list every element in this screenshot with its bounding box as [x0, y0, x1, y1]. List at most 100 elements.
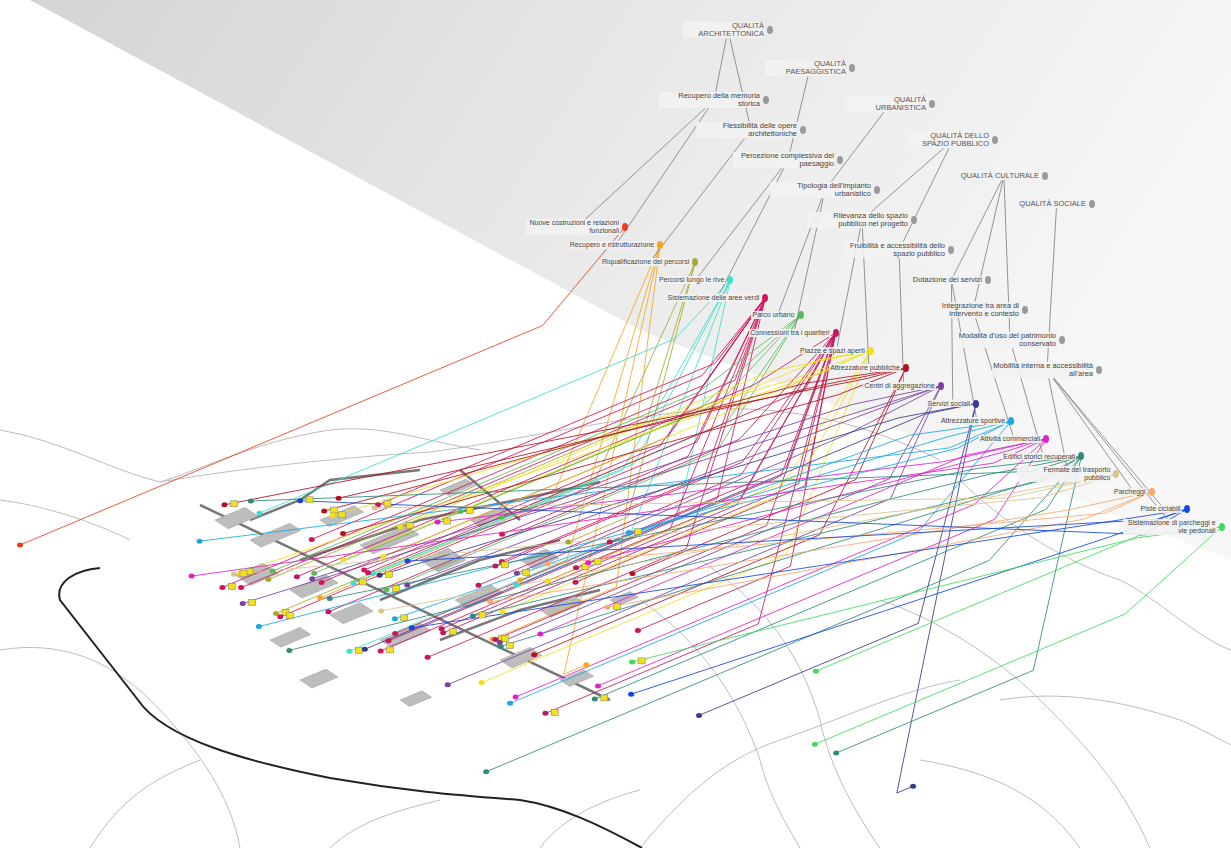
indicator-leader: [516, 439, 1047, 697]
tree-link: [831, 112, 883, 181]
map-point: [573, 565, 579, 570]
building-block: [500, 647, 542, 668]
node-text: Parco urbano: [752, 311, 794, 319]
indicator-leader: [631, 509, 1187, 694]
map-marker: [444, 518, 451, 524]
node-label: Attrezzature sportive: [940, 417, 1006, 425]
node-label: Tipologia dell'impianto urbanistico: [770, 182, 872, 199]
indicator-leader: [260, 280, 731, 513]
node-dot: [1219, 523, 1225, 531]
map-point: [317, 595, 323, 600]
map-point: [341, 557, 347, 562]
map-point: [392, 631, 398, 636]
node-label: QUALITÀ ARCHITETTONICA: [683, 22, 765, 39]
node-dot: [763, 96, 769, 104]
node-dot: [762, 294, 768, 302]
indicator-leader: [243, 386, 941, 604]
map-point: [340, 531, 346, 536]
criterion-node: Fruibilità e accessibilità dello spazio …: [844, 242, 954, 259]
criterion-node: Mobilità interna e accessibilità all'are…: [992, 362, 1102, 379]
indicator-node: Fermate del trasporto pubblico: [1017, 466, 1119, 482]
map-point: [17, 543, 23, 548]
map-point: [604, 605, 610, 610]
map-point: [592, 696, 598, 701]
node-text: Modalità d'uso del patrimonio conservato: [956, 332, 1056, 349]
quality-node: QUALITÀ SOCIALE: [1018, 200, 1095, 208]
map-marker: [330, 507, 337, 513]
map-point: [319, 580, 325, 585]
map-point: [409, 625, 415, 630]
node-text: Mobilità interna e accessibilità all'are…: [993, 362, 1093, 379]
indicator-leader: [312, 386, 941, 579]
map-marker: [466, 508, 473, 514]
building-block: [400, 691, 432, 707]
map-marker: [387, 647, 394, 653]
map-point: [327, 596, 333, 601]
map-point: [311, 571, 317, 576]
node-label: Recupero e ristrutturazione: [569, 241, 655, 249]
node-text: Recupero e ristrutturazione: [570, 241, 654, 249]
indicator-leader: [486, 456, 1081, 771]
node-text: Edifici storici recuperati: [1003, 453, 1075, 461]
node-text: Attività commerciali: [980, 435, 1040, 443]
quality-node: QUALITÀ ARCHITETTONICA: [683, 22, 773, 39]
map-marker: [249, 599, 256, 605]
indicator-leader: [490, 492, 1151, 602]
node-label: Percezione complessiva del paesaggio: [733, 152, 835, 169]
map-point: [397, 524, 403, 529]
tree-link-line: [1054, 378, 1168, 519]
tree-link: [954, 180, 1002, 276]
node-dot: [868, 347, 874, 355]
node-label: QUALITÀ URBANISTICA: [845, 96, 927, 113]
node-label: Attività commerciali: [979, 435, 1041, 443]
indicator-leader: [240, 351, 871, 573]
tree-link: [653, 138, 745, 258]
indicator-leader: [381, 298, 766, 651]
map-point: [595, 683, 601, 688]
map-point: [294, 574, 300, 579]
indicator-node: Attrezzature sportive: [940, 417, 1014, 425]
road: [640, 680, 960, 848]
node-dot: [1096, 366, 1102, 374]
node-dot: [903, 364, 909, 372]
map-point: [812, 742, 818, 747]
tree-link-line: [653, 138, 745, 258]
indicator-node: Recupero e ristrutturazione: [569, 241, 663, 249]
map-point: [277, 614, 283, 619]
node-dot: [985, 276, 991, 284]
building-block: [215, 507, 258, 528]
indicator-leader: [365, 404, 976, 650]
node-text: QUALITÀ DELLO SPAZIO PUBBLICO: [909, 132, 989, 149]
map-point: [910, 784, 916, 789]
map-point: [545, 578, 551, 583]
node-dot: [727, 276, 733, 284]
map-point: [457, 509, 463, 514]
map-point: [537, 632, 543, 637]
node-label: Integrazione tra area di intervento e co…: [918, 302, 1020, 319]
map-point: [350, 580, 356, 585]
node-dot: [798, 311, 804, 319]
node-text: QUALITÀ CULTURALE: [961, 172, 1039, 180]
node-dot: [767, 26, 773, 34]
map-marker: [355, 647, 362, 653]
map-point: [365, 570, 371, 575]
node-text: Sistemazione delle aree verdi: [668, 294, 760, 302]
indicator-node: Piste ciclabili: [1140, 505, 1190, 513]
node-text: Sistemazione di parcheggi e vie pedonali: [1124, 519, 1216, 535]
indicator-leader: [816, 527, 1222, 671]
node-dot: [1149, 488, 1155, 496]
node-text: Piste ciclabili: [1141, 505, 1181, 513]
indicator-node: Riqualificazione dei percorsi: [601, 258, 698, 266]
indicator-node: Percorsi lungo le rive: [658, 276, 733, 284]
criterion-node: Modalità d'uso del patrimonio conservato: [955, 332, 1065, 349]
map-point: [219, 585, 225, 590]
map-point: [492, 563, 498, 568]
tree-link-line: [790, 76, 808, 151]
criterion-node: Flessibilità delle opere architettoniche: [696, 122, 806, 139]
indicator-leader: [200, 421, 1012, 541]
map-point: [265, 577, 271, 582]
indicator-node: Sistemazione di parcheggi e vie pedonali: [1123, 519, 1225, 535]
map-point: [362, 647, 368, 652]
